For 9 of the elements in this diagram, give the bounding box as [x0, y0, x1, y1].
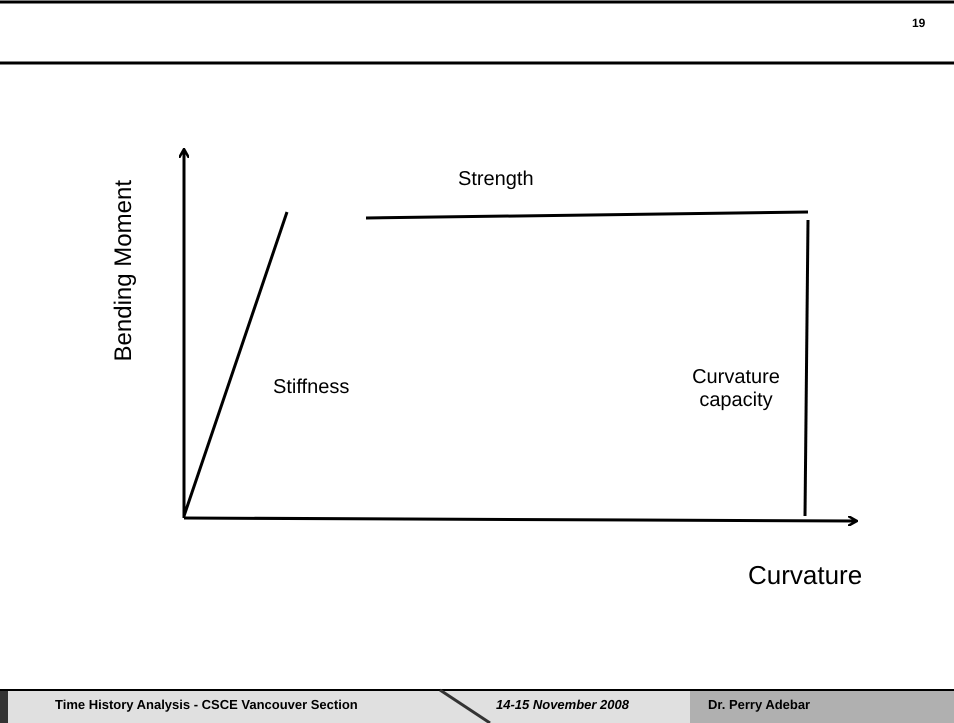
- axis-title: Curvature: [748, 560, 862, 591]
- footer-date: 14-15 November 2008: [496, 697, 629, 712]
- footer-text: Time History Analysis - CSCE Vancouver Section: [55, 697, 358, 712]
- curve-label: Strength: [458, 168, 534, 191]
- curve-label: Stiffness: [273, 376, 350, 399]
- curve-label: Curvature capacity: [691, 366, 781, 412]
- page-number: 19: [912, 16, 926, 30]
- axis-title: Bending Moment: [110, 180, 138, 362]
- footer-author: Dr. Perry Adebar: [708, 697, 810, 712]
